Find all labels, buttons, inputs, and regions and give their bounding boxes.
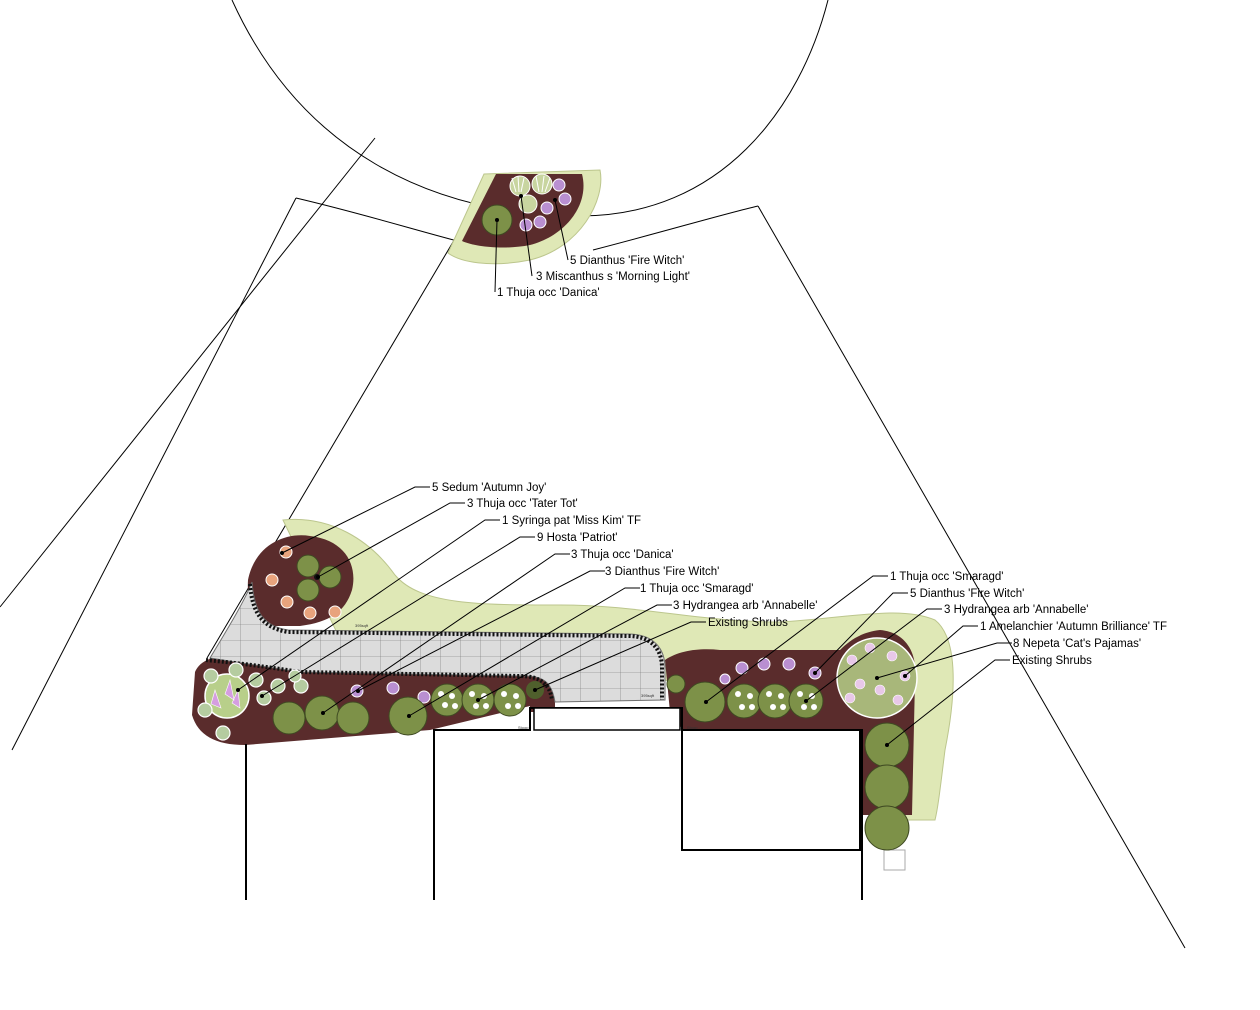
- label-dianthus-right: 5 Dianthus 'Fire Witch': [910, 588, 1024, 600]
- left-bed-labels: 5 Sedum 'Autumn Joy' 3 Thuja occ 'Tater …: [432, 482, 817, 629]
- paver-patio: 395sqft 395sqft Stoop Stoop: [205, 581, 698, 730]
- syringa-miss-kim: [204, 673, 250, 719]
- downspout: [883, 849, 906, 871]
- hydrangea-group-right: [726, 683, 824, 719]
- label-hydrangea-left: 3 Hydrangea arb 'Annabelle': [673, 600, 817, 612]
- patio-edge-band: [248, 583, 664, 700]
- label-existing-right: Existing Shrubs: [1012, 655, 1092, 667]
- dianthus-group-top: [519, 178, 572, 232]
- stoop-tag-left: Stoop: [518, 725, 529, 730]
- patio-surface: [209, 581, 666, 703]
- top-bed-labels: 5 Dianthus 'Fire Witch' 3 Miscanthus s '…: [497, 255, 690, 299]
- mulch-upper-left: [247, 535, 354, 626]
- top-island-bed: [447, 169, 602, 265]
- label-existing-left: Existing Shrubs: [708, 617, 788, 629]
- label-smaragd-left: 1 Thuja occ 'Smaragd': [640, 583, 754, 595]
- label-nepeta: 8 Nepeta 'Cat's Pajamas': [1013, 638, 1141, 650]
- stoop-tag-right: Stoop: [687, 725, 698, 730]
- front-stoop: [533, 707, 681, 731]
- existing-shrubs-side: [864, 722, 910, 851]
- label-top-dianthus: 5 Dianthus 'Fire Witch': [570, 255, 684, 267]
- hydrangea-group-front: [430, 683, 527, 717]
- label-top-thuja: 1 Thuja occ 'Danica': [497, 287, 600, 299]
- label-tater-tot: 3 Thuja occ 'Tater Tot': [467, 498, 578, 510]
- miscanthus-group: [509, 173, 553, 214]
- area-tag-lower: 395sqft: [641, 693, 655, 698]
- label-sedum: 5 Sedum 'Autumn Joy': [432, 482, 546, 494]
- right-bed-labels: 1 Thuja occ 'Smaragd' 5 Dianthus 'Fire W…: [890, 571, 1167, 667]
- label-danica: 3 Thuja occ 'Danica': [571, 549, 674, 561]
- label-top-miscanthus: 3 Miscanthus s 'Morning Light': [536, 271, 690, 283]
- thuja-danica-group: [272, 695, 370, 735]
- label-amelanchier: 1 Amelanchier 'Autumn Brilliance' TF: [980, 621, 1167, 633]
- house-outline: [245, 707, 906, 900]
- leader-lines: [237, 195, 1012, 746]
- label-hosta: 9 Hosta 'Patriot': [537, 532, 617, 544]
- hosta-group: [197, 662, 309, 741]
- road-linework: [0, 0, 1186, 949]
- existing-shrub-patio: [666, 674, 686, 694]
- garage-bump: [681, 729, 861, 851]
- label-hydrangea-right: 3 Hydrangea arb 'Annabelle': [944, 604, 1088, 616]
- label-dianthus-left: 3 Dianthus 'Fire Witch': [605, 566, 719, 578]
- leader-arrowheads: [236, 194, 907, 747]
- label-syringa: 1 Syringa pat 'Miss Kim' TF: [502, 515, 641, 527]
- label-smaragd-right: 1 Thuja occ 'Smaragd': [890, 571, 1004, 583]
- area-tag-upper: 395sqft: [355, 623, 369, 628]
